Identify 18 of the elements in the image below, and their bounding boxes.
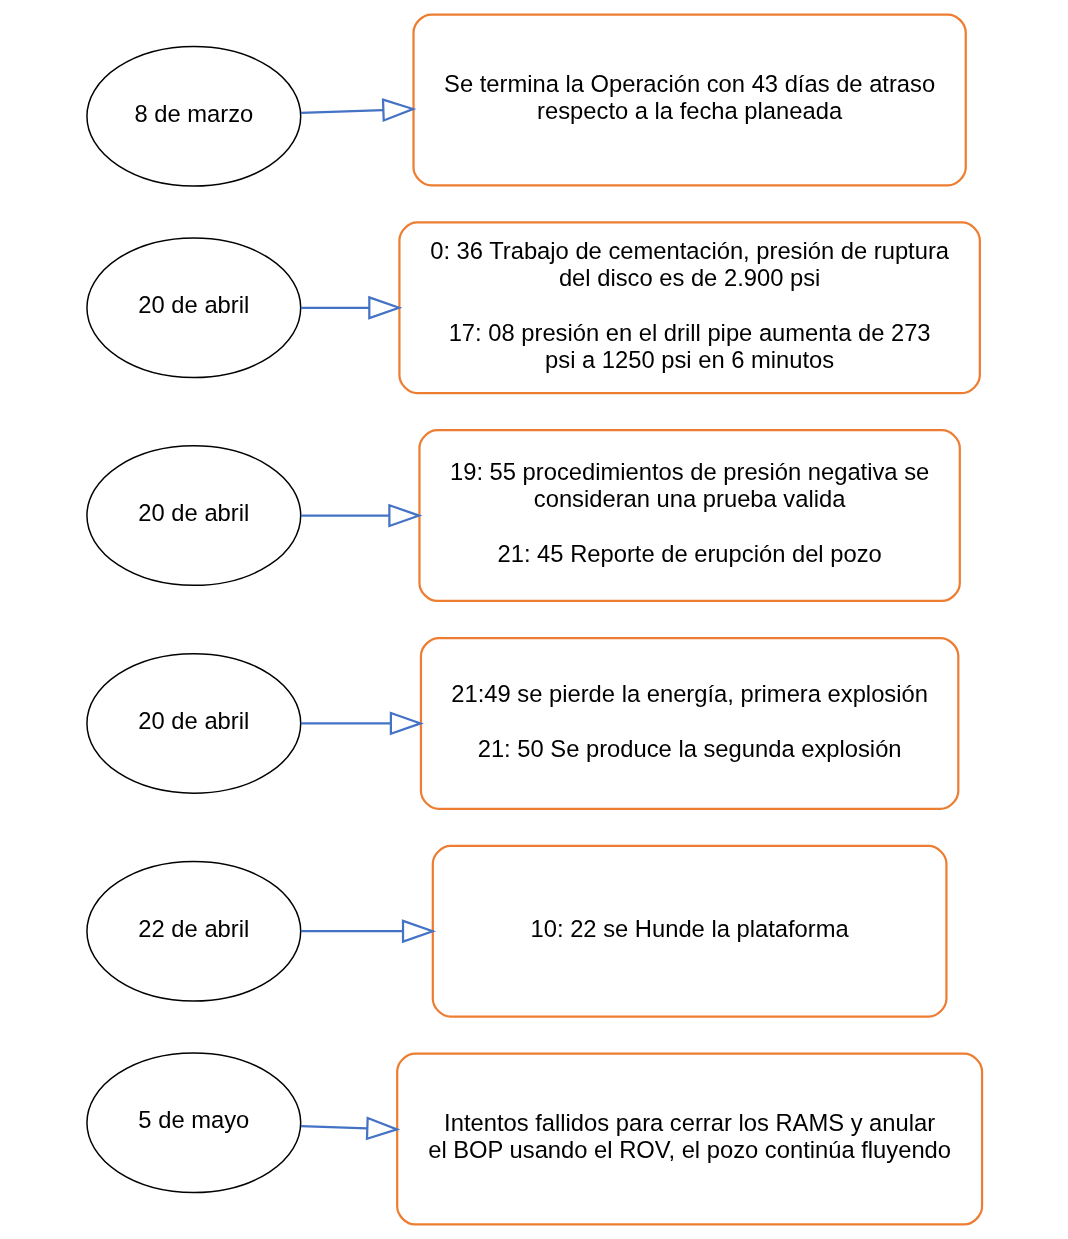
- arrow: [300, 295, 402, 320]
- node-box: 0: 36 Trabajo de cementación, presión de ruptura del disco es de 2.900 psi 17: 08 presión en el drill pipe aumenta de 273 psi a 1250 psi en 6 minutos: [397, 221, 981, 395]
- node-ellipse: 20 de abril: [85, 445, 301, 587]
- node-box: Intentos fallidos para cerrar los RAMS y anular el BOP usando el ROV, el pozo continúa fluyendo: [395, 1052, 983, 1226]
- arrow: [300, 503, 422, 528]
- node-box: 10: 22 se Hunde la plataforma: [431, 844, 948, 1018]
- node-box: 19: 55 procedimientos de presión negativa se consideran una prueba valida 21: 45 Reporte de erupción del pozo: [417, 429, 961, 603]
- arrow: [300, 711, 424, 736]
- node-ellipse: 8 de marzo: [85, 45, 301, 187]
- node-ellipse: 20 de abril: [85, 652, 301, 794]
- node-ellipse: 5 de mayo: [85, 1052, 301, 1194]
- node-box: 21:49 se pierde la energía, primera explosión 21: 50 Se produce la segunda explosión: [419, 636, 959, 810]
- arrow: [300, 1116, 400, 1141]
- node-box: Se termina la Operación con 43 días de atraso respecto a la fecha planeada: [411, 13, 967, 187]
- arrow: [300, 98, 416, 123]
- node-ellipse: 20 de abril: [85, 237, 301, 379]
- arrow: [300, 919, 436, 944]
- node-ellipse: 22 de abril: [85, 860, 301, 1002]
